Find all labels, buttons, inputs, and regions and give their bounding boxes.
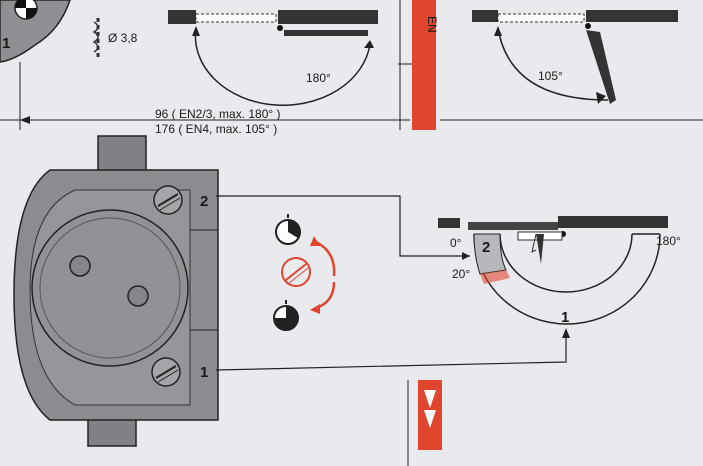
zone-2-label: 2 bbox=[482, 239, 490, 256]
rotate-clockwise-arrow bbox=[315, 240, 336, 277]
door-180-angle-label: 180° bbox=[306, 71, 331, 85]
speed-fast-icon bbox=[273, 300, 299, 331]
dimension-label-line1: 96 ( EN2/3, max. 180° ) bbox=[155, 107, 281, 121]
door-105-diagram: 105° bbox=[472, 10, 678, 104]
adjustment-screw-icon bbox=[281, 257, 311, 287]
drill-diameter-label: Ø 3,8 bbox=[108, 31, 138, 45]
swing-arc-180 bbox=[194, 27, 371, 106]
closer-shaft-housing bbox=[31, 209, 189, 367]
valve-1-label: 1 bbox=[200, 364, 208, 381]
closer-body bbox=[13, 135, 219, 447]
swing-arrow-right bbox=[364, 40, 374, 48]
drill-icon bbox=[92, 18, 100, 58]
red-bar-label: EN bbox=[425, 16, 439, 33]
valve-screw-2[interactable] bbox=[153, 185, 183, 215]
valve-2-label: 2 bbox=[200, 193, 208, 210]
connector-valve-1 bbox=[215, 332, 567, 371]
zone-20-marker bbox=[480, 270, 510, 284]
dimension-line bbox=[0, 112, 703, 130]
valve-screw-1[interactable] bbox=[151, 357, 181, 387]
door-180-diagram: 180° bbox=[168, 10, 378, 106]
corner-number: 1 bbox=[2, 35, 10, 52]
connector-valve-2 bbox=[216, 195, 470, 257]
zone-1-label: 1 bbox=[561, 309, 569, 326]
swing-inner-arc bbox=[499, 233, 633, 293]
door-leaf-105 bbox=[586, 30, 616, 104]
swing-arc-105 bbox=[497, 27, 609, 101]
bracket-corner: 1 bbox=[0, 0, 71, 63]
door-plan-diagram: 2 0° 20° 180° 1 bbox=[438, 216, 681, 326]
mount-hole-right bbox=[127, 285, 149, 307]
speed-slow-icon bbox=[275, 214, 301, 245]
dimension-label-line2: 176 ( EN4, max. 105° ) bbox=[155, 122, 277, 136]
arm-pointer bbox=[536, 234, 544, 264]
mount-hole-left bbox=[69, 255, 91, 277]
angle-20-label: 20° bbox=[452, 267, 470, 281]
swing-arrow-left bbox=[192, 26, 200, 36]
angle-180-label: 180° bbox=[656, 234, 681, 248]
angle-0-label: 0° bbox=[450, 236, 462, 250]
door-105-angle-label: 105° bbox=[538, 69, 563, 83]
red-marker-bar bbox=[412, 0, 436, 130]
